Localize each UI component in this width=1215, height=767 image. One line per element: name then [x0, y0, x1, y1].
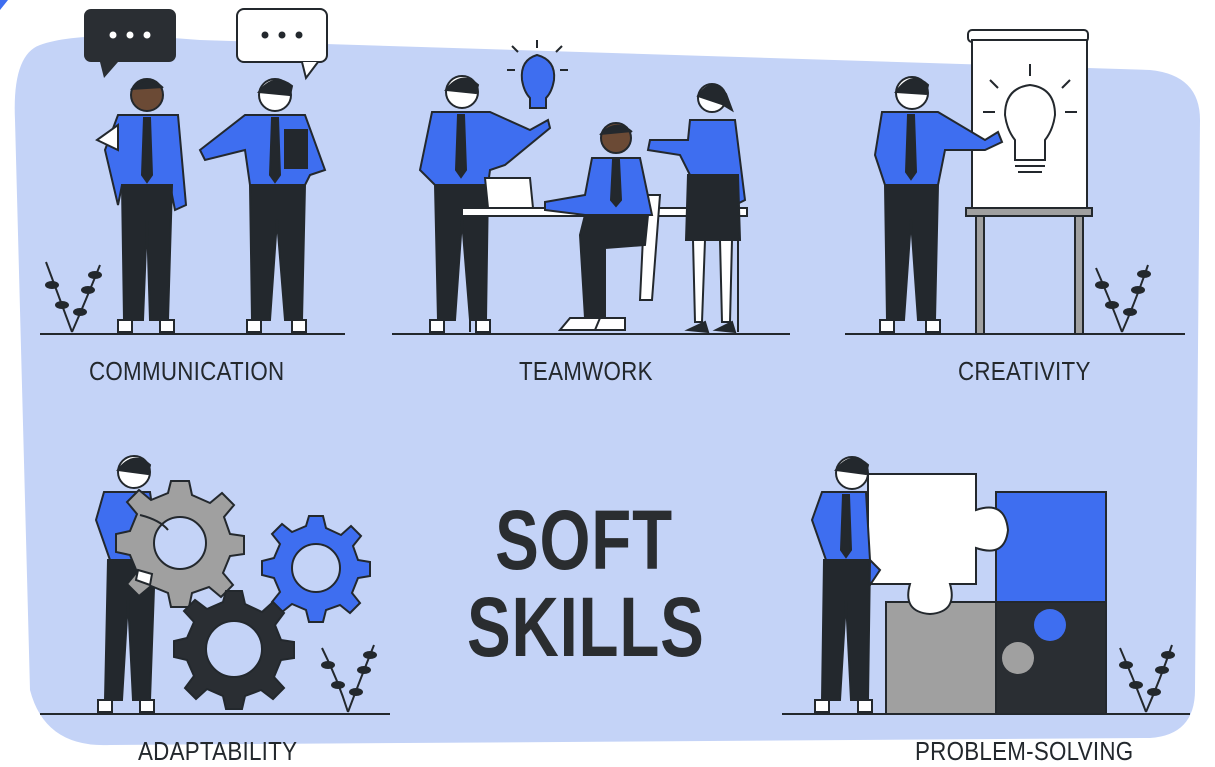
puzzle-pieces [867, 473, 1107, 715]
man-hands [134, 514, 169, 587]
plant-icon [1119, 644, 1175, 713]
ground-lines [40, 333, 1190, 715]
lightbulb-icon [507, 40, 568, 109]
teamwork-seated-man [544, 122, 662, 331]
creativity-man [873, 76, 1004, 333]
title-line-skills: SKILLS [467, 580, 705, 674]
communication-man-right [198, 78, 327, 333]
speech-bubble-light-icon [236, 8, 328, 81]
problem-solving-man [810, 456, 882, 713]
speech-bubble-dark-icon [84, 9, 176, 78]
label-problem-solving: PROBLEM-SOLVING [915, 736, 1134, 766]
label-adaptability: ADAPTABILITY [138, 736, 298, 766]
gear-icon-gray [115, 480, 245, 608]
plant-icon [321, 644, 377, 713]
communication-man-left [95, 78, 188, 333]
teamwork-woman [646, 83, 747, 334]
gear-icon-dark [173, 590, 295, 710]
label-creativity: CREATIVITY [958, 356, 1091, 386]
label-teamwork: TEAMWORK [519, 356, 653, 386]
gear-icon-blue [261, 515, 371, 623]
plant-icon [45, 261, 102, 333]
plant-icon [1095, 264, 1151, 333]
label-communication: COMMUNICATION [89, 356, 285, 386]
title-line-soft: SOFT [495, 493, 673, 587]
teamwork-standing-man [418, 75, 552, 333]
flipchart-board [965, 29, 1093, 335]
